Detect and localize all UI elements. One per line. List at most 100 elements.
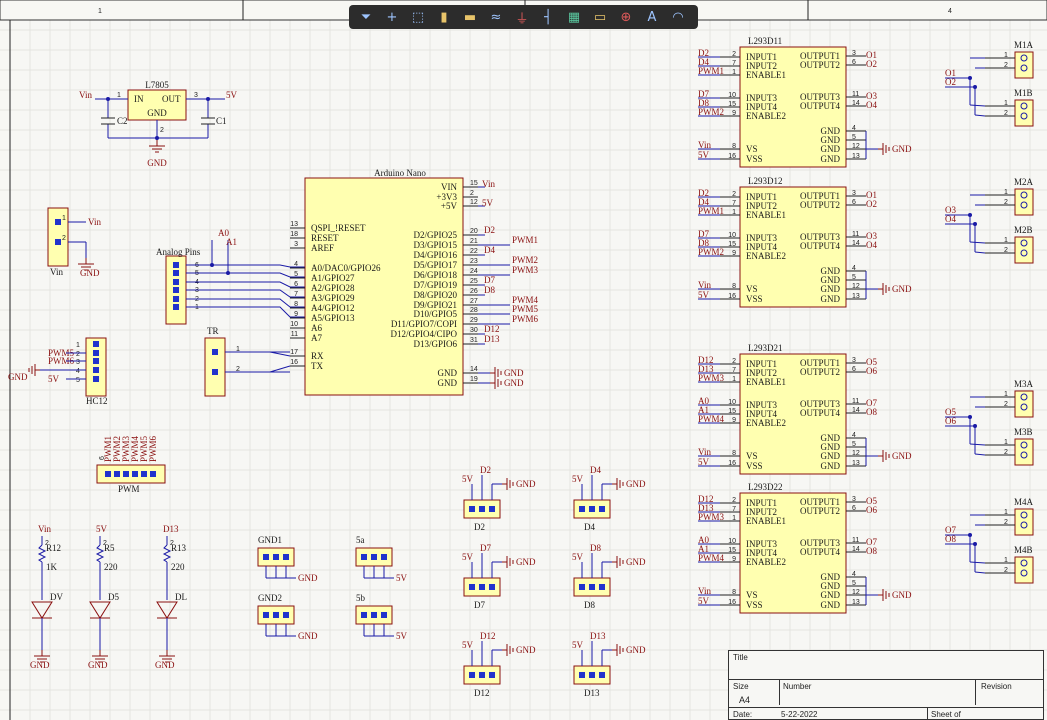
reg-pin-out: OUT (162, 94, 181, 104)
l293d-right-pin-num: 6 (852, 59, 856, 66)
l293d-body (739, 46, 847, 168)
pin-pad (141, 471, 147, 477)
terminal-screw (1020, 559, 1028, 567)
ic-icon[interactable]: ▦ (567, 9, 581, 25)
revision-label: Revision (981, 682, 1012, 691)
nano-left-pin-name: A1/GPIO27 (311, 273, 355, 283)
net-label-vin: Vin (79, 90, 92, 100)
hc12-pin-num: 2 (76, 351, 80, 358)
arc-icon[interactable]: ◠ (672, 9, 684, 25)
l293d-left-pin-name: INPUT1 (746, 192, 777, 202)
l293d-left-pin-name: ENABLE1 (746, 377, 786, 387)
l293d-left-pin-name: ENABLE2 (746, 418, 786, 428)
l293d-right-pin-num: 13 (852, 153, 860, 160)
servo-gnd: GND (626, 479, 646, 489)
l293d-right-pin-num: 6 (852, 199, 856, 206)
pin-pad (361, 554, 367, 560)
l293d-right-pin-name: OUTPUT4 (800, 547, 840, 557)
nano-right-pin-num: 27 (470, 298, 478, 305)
l293d-right-pin-num: 13 (852, 599, 860, 606)
l293d-right-pin-name: GND (821, 442, 841, 452)
l293d-input-net: D2 (698, 188, 709, 198)
nano-left-pin-num: 9 (294, 311, 298, 318)
pin-pad (589, 584, 595, 590)
l293d-left-pin-name: ENABLE1 (746, 516, 786, 526)
arduino-nano-body (304, 177, 464, 396)
l293d-output-net: O7 (866, 398, 877, 408)
l293d-left-pin-num: 1 (732, 376, 736, 383)
nano-right-pin-num: 30 (470, 327, 478, 334)
l293d-right-pin-num: 6 (852, 366, 856, 373)
motor-pin-num: 2 (1004, 519, 1008, 526)
nano-right-pin-name: +3V3 (436, 192, 457, 202)
nano-left-pin-name: A3/GPIO29 (311, 293, 355, 303)
header3-ref: GND2 (258, 593, 282, 603)
motor-net-1: O7 (945, 525, 956, 535)
nano-net-label: PWM5 (512, 304, 539, 314)
capacitor-icon[interactable]: ▬ (463, 9, 477, 25)
pin-pad (93, 367, 99, 373)
nano-right-pin-name: D2/GPIO25 (413, 230, 457, 240)
motor-ref-a: M1A (1014, 40, 1034, 50)
pin-pad (589, 506, 595, 512)
l293d-right-pin-num: 4 (852, 265, 856, 272)
tr-wire (269, 365, 291, 373)
wave-icon[interactable]: ≈ (490, 9, 502, 25)
crosshair-icon[interactable]: + (386, 9, 398, 25)
l293d-left-pin-name: INPUT1 (746, 498, 777, 508)
l293d-left-pin-num: 1 (732, 209, 736, 216)
pin-pad (371, 612, 377, 618)
motor-pin-num: 2 (1004, 110, 1008, 117)
nano-left-pin-num: 17 (290, 349, 298, 356)
header3-ref: GND1 (258, 535, 282, 545)
pin-pad (212, 369, 218, 375)
led-net-label: Vin (38, 524, 51, 534)
port-icon[interactable]: ⊕ (620, 9, 632, 25)
select-rect-icon[interactable]: ⬚ (411, 9, 425, 25)
tr-pin2: 2 (236, 366, 240, 373)
terminal-screw (1020, 112, 1028, 120)
component-icon[interactable]: ▮ (440, 9, 448, 25)
nano-net-label: D7 (484, 275, 495, 285)
nano-left-pin-num: 5 (294, 271, 298, 278)
nano-right-pin-num: 26 (470, 288, 478, 295)
filter-icon[interactable]: ⏷ (360, 9, 372, 25)
pin-pad (489, 672, 495, 678)
l293d-left-pin-num: 9 (732, 250, 736, 257)
hc12-net-label: PWM6 (48, 356, 75, 366)
pin-pad (212, 349, 218, 355)
resistor-ref: R12 (46, 543, 61, 553)
terminal-screw (1020, 191, 1028, 199)
pin-pad (173, 304, 179, 310)
resistor-value: 220 (104, 562, 118, 572)
pin-pad (150, 471, 156, 477)
nano-net-label: D2 (484, 225, 495, 235)
l293d-left-pin-num: 10 (728, 399, 736, 406)
nano-right-pin-name: D6/GPIO18 (413, 270, 457, 280)
nano-left-pin-num: 13 (290, 221, 298, 228)
text-icon[interactable]: A (647, 9, 657, 25)
led-ref: DL (175, 592, 187, 602)
l293d-body (739, 353, 847, 475)
motor-net-1: O5 (945, 407, 956, 417)
l293d-left-pin-name: INPUT2 (746, 507, 777, 517)
l293d-input-net: A1 (698, 544, 709, 554)
nano-left-pin-num: 18 (290, 231, 298, 238)
bus-icon[interactable]: ┤ (544, 9, 552, 25)
motor-net-2: O4 (945, 214, 956, 224)
net-label-a1: A1 (226, 237, 237, 247)
l293d-output-net: O4 (866, 100, 877, 110)
l293d-right-pin-name: GND (821, 154, 841, 164)
l293d-input-net: 5V (698, 150, 710, 160)
l293d-output-net: O2 (866, 59, 877, 69)
motor-net-1: O3 (945, 205, 956, 215)
l293d-left-pin-num: 1 (732, 69, 736, 76)
l293d-input-net: Vin (698, 140, 711, 150)
pin-pad (273, 554, 279, 560)
netlabel-icon[interactable]: ▭ (593, 9, 607, 25)
ground-icon[interactable]: ⏚ (515, 11, 529, 27)
pin-pad (371, 554, 377, 560)
l293d-right-pin-name: OUTPUT3 (800, 92, 840, 102)
